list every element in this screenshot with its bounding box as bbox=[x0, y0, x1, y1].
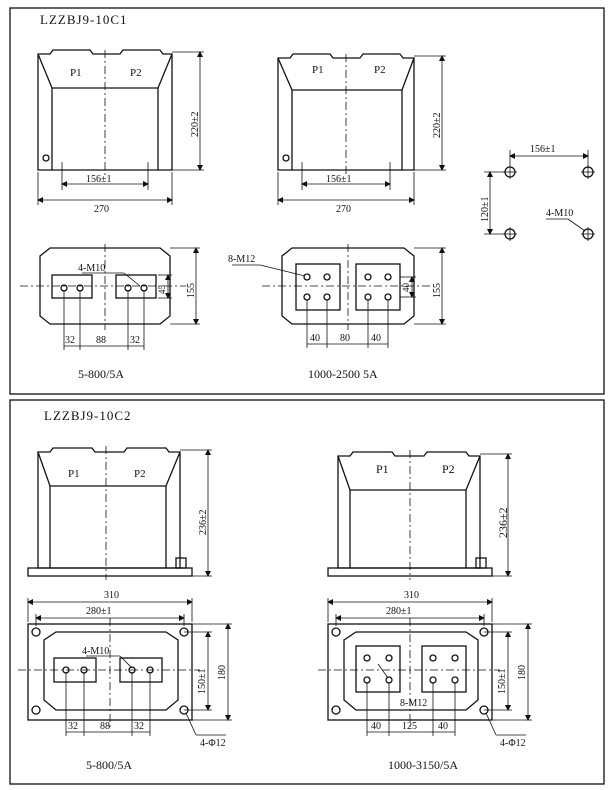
section-1-right-p1-label: P1 bbox=[312, 64, 324, 76]
section-1-variant-left: 5-800/5A bbox=[78, 367, 124, 381]
section-1-plan-right-pad-height: 40 bbox=[401, 283, 411, 293]
section-1-plan-left-pad-height: 45 bbox=[157, 285, 167, 295]
section-1-right-height-label: 220±2 bbox=[432, 113, 443, 139]
section-2-plan-left-dim-3: 32 bbox=[134, 721, 144, 732]
section-2-plan-left-depth: 180 bbox=[217, 665, 228, 680]
section-2-frame bbox=[9, 399, 605, 785]
section-2-right-height-label: 236±2 bbox=[496, 507, 510, 538]
section-2-plan-left-dim-1: 32 bbox=[68, 721, 78, 732]
section-2-plan-right-depth: 180 bbox=[517, 665, 528, 680]
section-2-plan-left-base-hole-label: 4-Φ12 bbox=[200, 738, 226, 749]
section-1-front-view-left bbox=[37, 49, 204, 205]
section-1-plan-right-dim-1: 40 bbox=[310, 333, 320, 344]
section-2-plan-right-dim-3: 40 bbox=[438, 721, 448, 732]
section-1-plan-right-depth: 155 bbox=[432, 283, 443, 298]
section-2-plan-left-bolt-label: 4-M10 bbox=[82, 646, 109, 657]
section-2-plan-right-dim-2: 125 bbox=[402, 721, 417, 732]
section-2-front-view-right bbox=[327, 450, 512, 580]
mount-hole-pattern bbox=[484, 150, 595, 241]
section-2-plan-right-base-hole-label: 4-Φ12 bbox=[500, 738, 526, 749]
section-1-model-title: LZZBJ9-10C1 bbox=[40, 12, 128, 27]
section-1-plan-left-dim-1: 32 bbox=[65, 335, 75, 346]
section-1-right-mount-spacing-label: 156±1 bbox=[326, 174, 352, 185]
section-2-plan-left-outer-width: 310 bbox=[104, 590, 119, 601]
section-1-plan-left-depth: 155 bbox=[186, 283, 197, 298]
section-2-front-view-left bbox=[27, 446, 212, 580]
section-1-plan-left-bolt-label: 4-M10 bbox=[78, 263, 105, 274]
section-2-left-height-label: 236±2 bbox=[198, 510, 209, 536]
section-2-plan-right-hole-spacing: 280±1 bbox=[386, 606, 412, 617]
mount-pattern-bolt-label: 4-M10 bbox=[546, 208, 573, 219]
section-1-variant-right: 1000-2500 5A bbox=[308, 367, 378, 381]
section-2-plan-left-dim-2: 88 bbox=[100, 721, 110, 732]
section-1-plan-left-dim-3: 32 bbox=[130, 335, 140, 346]
section-2-left-p2-label: P2 bbox=[134, 468, 146, 480]
section-2-plan-right-dim-1: 40 bbox=[371, 721, 381, 732]
section-1-plan-left-dim-2: 88 bbox=[96, 335, 106, 346]
mount-pattern-spacing-x: 156±1 bbox=[530, 144, 556, 155]
section-1-plan-right-dim-3: 40 bbox=[371, 333, 381, 344]
section-2-plan-right-hole-depth: 150±1 bbox=[497, 669, 508, 695]
section-2-model-title: LZZBJ9-10C2 bbox=[44, 408, 132, 423]
section-1-left-width-label: 270 bbox=[94, 204, 109, 215]
section-1-plan-view-left bbox=[20, 244, 200, 350]
section-2-plan-view-right bbox=[318, 598, 532, 736]
section-1-plan-right-dim-2: 80 bbox=[340, 333, 350, 344]
section-1-plan-right-bolt-label: 8-M12 bbox=[228, 254, 255, 265]
section-2-plan-right-outer-width: 310 bbox=[404, 590, 419, 601]
section-1-right-width-label: 270 bbox=[336, 204, 351, 215]
section-1-frame bbox=[9, 7, 605, 395]
section-2-plan-left-hole-spacing: 280±1 bbox=[86, 606, 112, 617]
section-2-right-p1-label: P1 bbox=[376, 462, 389, 476]
section-1-left-height-label: 220±2 bbox=[190, 112, 201, 138]
section-1-left-p2-label: P2 bbox=[130, 67, 142, 79]
section-1-left-p1-label: P1 bbox=[70, 67, 82, 79]
section-2-plan-view-left bbox=[18, 598, 232, 736]
section-1-plan-view-right bbox=[232, 244, 446, 348]
section-2-variant-right: 1000-3150/5A bbox=[388, 758, 458, 772]
mount-pattern-spacing-y: 120±1 bbox=[480, 197, 491, 223]
section-1-front-view-right bbox=[277, 53, 446, 205]
section-2-variant-left: 5-800/5A bbox=[86, 758, 132, 772]
section-2-plan-right-bolt-label: 8-M12 bbox=[400, 698, 427, 709]
section-2-plan-left-hole-depth: 150±1 bbox=[197, 669, 208, 695]
section-2-left-p1-label: P1 bbox=[68, 468, 80, 480]
section-1-right-p2-label: P2 bbox=[374, 64, 386, 76]
section-2-right-p2-label: P2 bbox=[442, 462, 455, 476]
section-1-left-mount-spacing-label: 156±1 bbox=[86, 174, 112, 185]
